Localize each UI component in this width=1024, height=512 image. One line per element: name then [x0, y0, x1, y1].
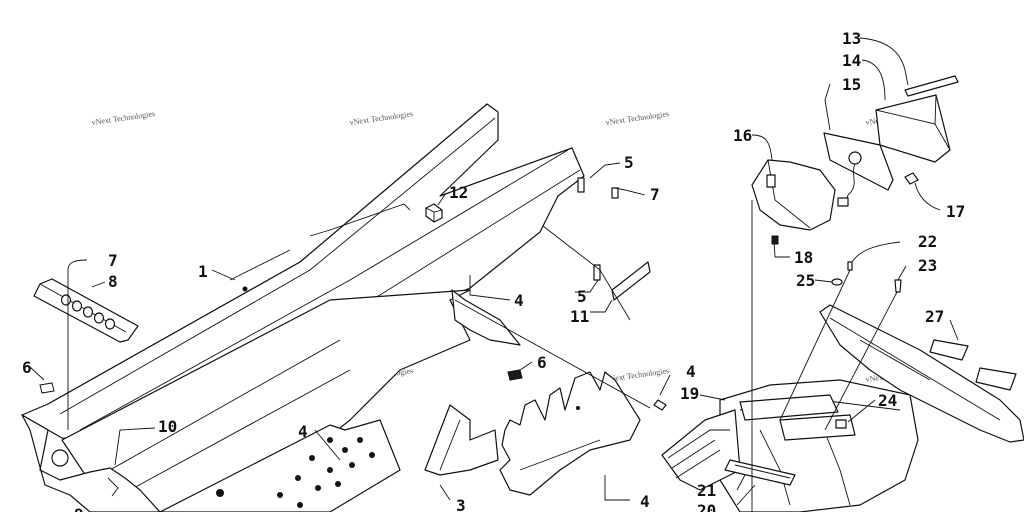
watermark: vNext Technologies	[91, 109, 156, 127]
wire-harness	[837, 163, 856, 207]
wavy-shield	[499, 371, 641, 496]
callout-4: 4	[686, 362, 696, 381]
bracket-part-3	[424, 404, 499, 476]
snow-flap	[819, 304, 1024, 443]
callout-4: 4	[298, 422, 308, 441]
clip-part-18	[771, 235, 779, 245]
callout-6: 6	[537, 353, 547, 372]
bumper-block-part-12	[425, 203, 443, 223]
callout-7: 7	[650, 185, 660, 204]
callout-27: 27	[925, 307, 944, 326]
footrest-plate	[159, 419, 401, 512]
callout-5: 5	[624, 153, 634, 172]
heat-shield-part-8	[33, 278, 139, 343]
taillight-housing-part-15	[823, 132, 894, 191]
callout-16: 16	[733, 126, 752, 145]
strip-part-20	[724, 459, 796, 486]
bolt-part-13	[904, 75, 959, 97]
leader-lines	[29, 37, 959, 512]
pad-part-6-left	[39, 382, 55, 394]
callout-8: 8	[108, 272, 118, 291]
decal-part-27	[929, 339, 1017, 391]
plate-part-11	[611, 261, 651, 301]
callout-4: 4	[640, 492, 650, 511]
tunnel-part-1	[21, 103, 585, 441]
callout-3: 3	[456, 496, 466, 512]
bulb-part-17	[904, 172, 919, 185]
callout-9: 9	[74, 505, 84, 512]
callout-19: 19	[680, 384, 699, 403]
callout-labels: 1 3 4 4 4 4 5 5 6 6 7 7 8 9 10 11 12 13 …	[22, 29, 965, 512]
pad-part-6	[507, 369, 523, 381]
callout-25: 25	[796, 271, 815, 290]
side-panel	[61, 289, 471, 512]
callout-10: 10	[158, 417, 177, 436]
callout-23: 23	[918, 256, 937, 275]
callout-22: 22	[918, 232, 937, 251]
callout-6: 6	[22, 358, 32, 377]
fasteners	[831, 261, 902, 429]
mount-bracket-part-16	[751, 159, 836, 231]
callout-7: 7	[108, 251, 118, 270]
callout-5: 5	[577, 287, 587, 306]
callout-13: 13	[842, 29, 861, 48]
callout-18: 18	[794, 248, 813, 267]
callout-11: 11	[570, 307, 589, 326]
callout-1: 1	[198, 262, 208, 281]
callout-12: 12	[449, 183, 468, 202]
callout-17: 17	[946, 202, 965, 221]
callout-20: 20	[697, 501, 716, 512]
taillight-lens-part-14	[875, 94, 951, 163]
watermark: vNext Technologies	[349, 109, 414, 127]
callout-21: 21	[697, 481, 716, 500]
callout-15: 15	[842, 75, 861, 94]
watermark: vNext Technologies	[605, 109, 670, 127]
callout-24: 24	[878, 391, 897, 410]
front-bracket	[21, 414, 161, 512]
callout-4: 4	[514, 291, 524, 310]
callout-14: 14	[842, 51, 861, 70]
